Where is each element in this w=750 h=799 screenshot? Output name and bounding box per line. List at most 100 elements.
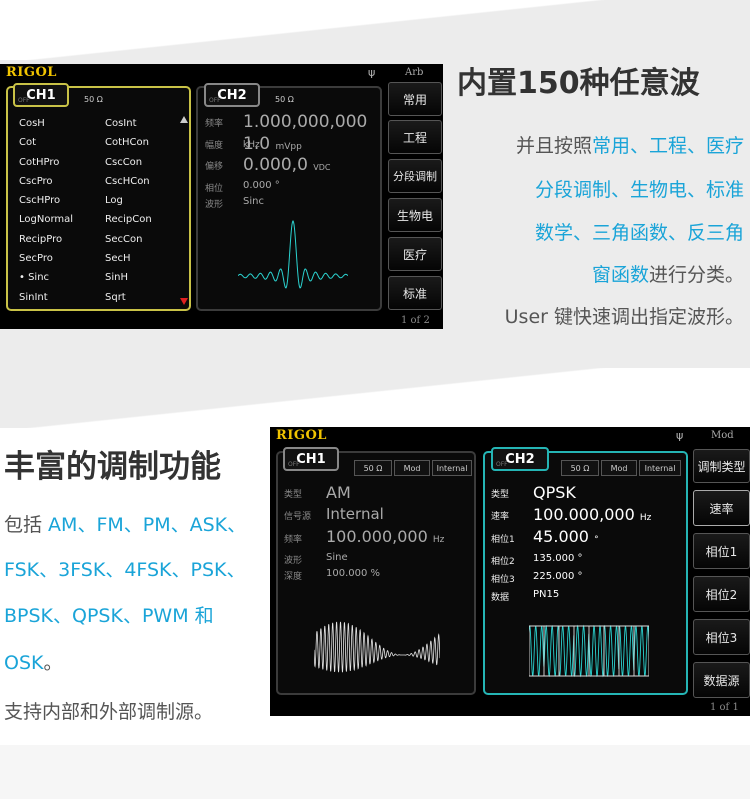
ch2-tab[interactable]: OFF CH2 [204, 83, 260, 107]
ch1-mod-box: Mod [394, 460, 430, 476]
list-item[interactable]: CotHPro [19, 156, 60, 168]
list-item[interactable]: Cot [19, 137, 37, 149]
mod-title: 丰富的调制功能 [4, 449, 221, 485]
list-item[interactable]: SecPro [19, 253, 53, 265]
arb-desc-line4: 窗函数进行分类。 [591, 264, 744, 286]
wave-label: 波形 [205, 200, 224, 210]
ch1-freq-value[interactable]: 100.000,000 Hz [326, 527, 445, 546]
ch1-mod-tab[interactable]: OFF CH1 [283, 447, 339, 471]
arb-list-col2: CosInt CotHCon CscCon CscHCon Log RecipC… [105, 114, 152, 307]
mod-desc-line5: 支持内部和外部调制源。 [4, 701, 214, 723]
softkey-common[interactable]: 常用 [388, 82, 442, 116]
list-item-selected[interactable]: • Sinc [19, 272, 50, 284]
ch1-tab[interactable]: OFF CH1 [13, 83, 69, 107]
page-indicator: 1 of 2 [401, 315, 430, 326]
ch2-off-label: OFF [496, 461, 508, 468]
ch2-type-value[interactable]: QPSK [533, 483, 576, 502]
softkey-bioelectric[interactable]: 生物电 [388, 198, 442, 232]
ch1-imp-box: 50 Ω [354, 460, 392, 476]
ch2-ph3-value[interactable]: 225.000 ° [533, 571, 583, 582]
list-item[interactable]: CscCon [105, 156, 143, 168]
softkey-engineering[interactable]: 工程 [388, 120, 442, 154]
ch2-tag-label: CH2 [217, 87, 247, 103]
ch1-src-value[interactable]: Internal [326, 505, 384, 523]
arb-desc-line2: 分段调制、生物电、标准 [534, 179, 744, 201]
ch2-mod-tab[interactable]: OFF CH2 [491, 447, 549, 471]
usb-icon: ψ [676, 429, 684, 442]
softkey-data-source[interactable]: 数据源 [693, 662, 750, 698]
scroll-up-icon[interactable] [180, 116, 188, 123]
softkey-mod-type[interactable]: 调制类型 [693, 449, 750, 483]
list-item[interactable]: SecCon [105, 233, 143, 245]
ch2-ph1-value[interactable]: 45.000 ° [533, 527, 599, 546]
list-item[interactable]: CscHPro [19, 195, 61, 207]
bottom-footer-band [0, 745, 750, 799]
sinc-waveform [238, 219, 348, 289]
list-item[interactable]: CosInt [105, 118, 137, 129]
ch2-data-label: 数据 [491, 593, 510, 603]
ch1-off-label: OFF [18, 97, 30, 104]
arb-list-col1: CosH Cot CotHPro CscPro CscHPro LogNorma… [19, 114, 73, 307]
ch2-src-box: Internal [639, 460, 681, 476]
offset-value[interactable]: 0.000,0 VDC [243, 155, 331, 175]
ch1-depth-value[interactable]: 100.000 % [326, 568, 381, 579]
amp-value[interactable]: 1.0 mVpp [243, 134, 302, 154]
freq-value[interactable]: 1.000,000,000 kHz [243, 112, 368, 150]
arb-screen: RIGOL ψ Arb CosH Cot CotHPro CscPro CscH… [0, 64, 443, 329]
ch1-depth-label: 深度 [284, 572, 303, 582]
page-indicator: 1 of 1 [710, 702, 739, 713]
ch1-tag-label: CH1 [26, 87, 56, 103]
ch1-type-value[interactable]: AM [326, 483, 351, 502]
list-item[interactable]: CosH [19, 118, 45, 129]
softkey-rate[interactable]: 速率 [693, 490, 750, 526]
list-item[interactable]: Log [105, 195, 123, 207]
rigol-logo: RIGOL [276, 428, 327, 443]
phase-label: 相位 [205, 184, 224, 194]
softkey-phase1[interactable]: 相位1 [693, 533, 750, 569]
wave-value[interactable]: Sinc [243, 196, 264, 207]
phase-value[interactable]: 0.000 ° [243, 180, 280, 191]
softkey-phase2[interactable]: 相位2 [693, 576, 750, 612]
ch2-type-label: 类型 [491, 490, 510, 500]
list-item[interactable]: CotHCon [105, 137, 149, 149]
list-item[interactable]: Sqrt [105, 291, 126, 303]
list-item[interactable]: LogNormal [19, 214, 74, 226]
ch2-off-label: OFF [209, 97, 221, 104]
scroll-down-icon[interactable] [180, 298, 188, 305]
bottom-band-diagonal [0, 368, 750, 428]
softkey-phase3[interactable]: 相位3 [693, 619, 750, 655]
list-item[interactable]: CscHCon [105, 175, 150, 187]
list-item[interactable]: RecipCon [105, 214, 152, 226]
list-item[interactable]: SinInt [19, 291, 48, 303]
mod-desc-line1: 包括 AM、FM、PM、ASK、 [4, 514, 247, 536]
top-band-diagonal [0, 0, 750, 60]
freq-label: 频率 [205, 119, 224, 129]
mod-desc-line2: FSK、3FSK、4FSK、PSK、 [4, 559, 246, 581]
ch1-off-label: OFF [288, 461, 300, 468]
list-item[interactable]: RecipPro [19, 233, 63, 245]
ch2-panel[interactable]: 频率 1.000,000,000 kHz 幅度 1.0 mVpp 偏移 0.00… [196, 86, 382, 311]
ch2-rate-label: 速率 [491, 512, 510, 522]
softkey-segment-mod[interactable]: 分段调制 [388, 159, 442, 193]
rigol-logo: RIGOL [6, 65, 57, 80]
mod-desc-line4: OSK。 [4, 652, 63, 674]
ch1-impedance: 50 Ω [84, 95, 103, 104]
ch1-mod-panel[interactable]: 50 Ω Mod Internal 类型 AM 信号源 Internal 频率 … [276, 451, 476, 695]
list-item[interactable]: SinH [105, 272, 128, 284]
ch2-rate-value[interactable]: 100.000,000 Hz [533, 505, 652, 524]
list-item[interactable]: SecH [105, 253, 131, 265]
list-item[interactable]: CscPro [19, 175, 53, 187]
ch1-wave-value[interactable]: Sine [326, 552, 348, 563]
ch2-ph2-value[interactable]: 135.000 ° [533, 553, 583, 564]
softkey-medical[interactable]: 医疗 [388, 237, 442, 271]
ch2-imp-box: 50 Ω [561, 460, 599, 476]
softkey-standard[interactable]: 标准 [388, 276, 442, 310]
ch1-panel[interactable]: CosH Cot CotHPro CscPro CscHPro LogNorma… [6, 86, 191, 311]
ch2-data-value[interactable]: PN15 [533, 589, 560, 600]
amp-label: 幅度 [205, 141, 224, 151]
arb-desc-line1: 并且按照常用、工程、医疗 [515, 135, 744, 157]
ch2-mod-panel[interactable]: 50 Ω Mod Internal 类型 QPSK 速率 100.000,000… [483, 451, 688, 695]
ch2-ph1-label: 相位1 [491, 535, 515, 545]
ch2-impedance: 50 Ω [275, 95, 294, 104]
mod-desc-line3: BPSK、QPSK、PWM 和 [4, 605, 214, 627]
